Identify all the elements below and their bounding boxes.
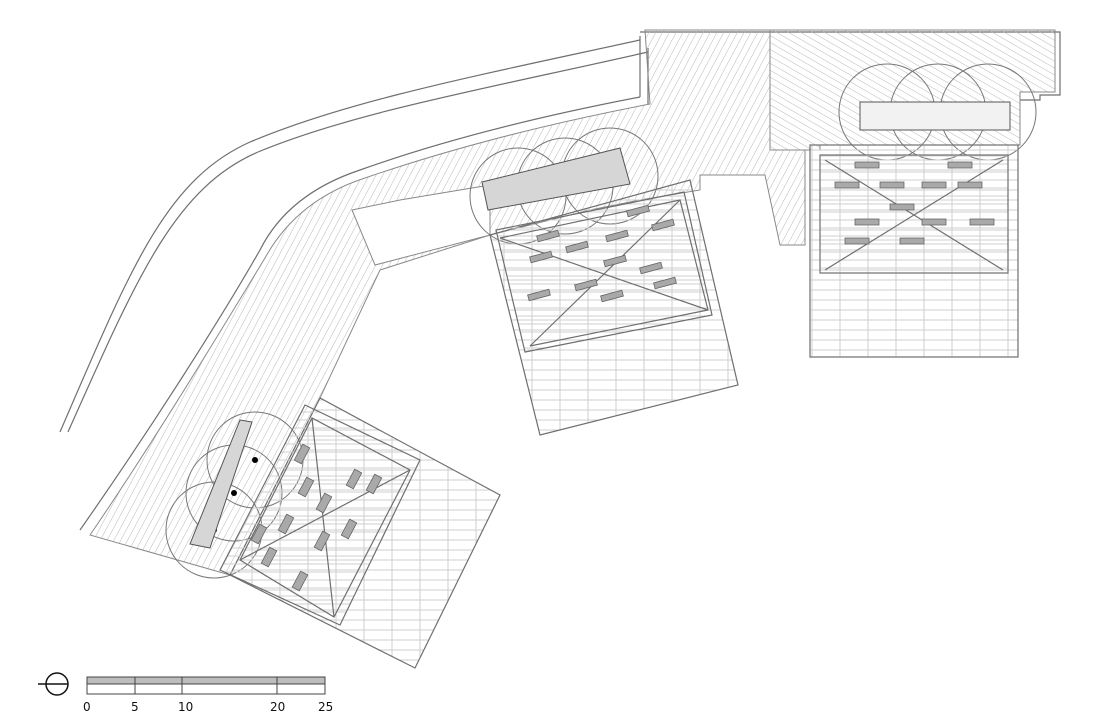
scale-label-0: 0 bbox=[83, 700, 91, 714]
north-arrow-icon bbox=[38, 672, 69, 696]
scale-label-20: 20 bbox=[270, 700, 285, 714]
scale-label-25: 25 bbox=[318, 700, 333, 714]
scale-label-10: 10 bbox=[178, 700, 193, 714]
scale-label-5: 5 bbox=[131, 700, 139, 714]
building-center bbox=[489, 179, 739, 436]
building-east bbox=[809, 144, 1019, 358]
building-west bbox=[219, 397, 501, 669]
planter-zones bbox=[189, 101, 1011, 549]
scale-bar: 0 5 10 20 25 bbox=[83, 676, 333, 714]
